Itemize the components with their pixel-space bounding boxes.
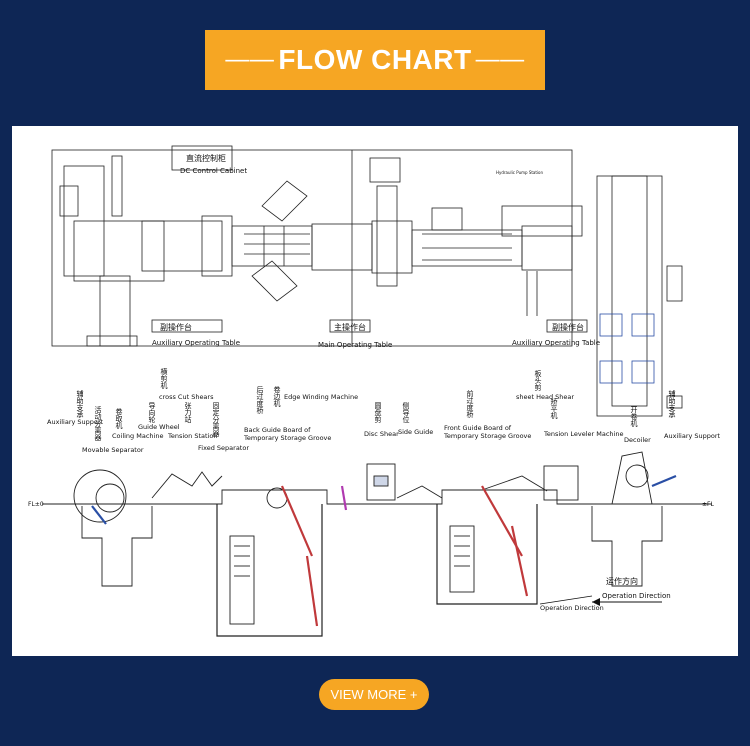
direction-label-cn: 运作方向	[606, 576, 638, 586]
aux-support-left-en: Auxiliary Support	[47, 418, 104, 426]
tension-en: Tension Station	[167, 432, 217, 440]
disc-shear-en: Disc Shear	[364, 430, 399, 438]
decoiler-cn: 开卷机	[630, 406, 638, 428]
direction-arrow-lower	[539, 595, 593, 605]
title-banner: —— FLOW CHART ——	[205, 30, 545, 90]
back-guide-cn: 后过度桥	[256, 385, 264, 415]
elevation-view	[42, 451, 712, 637]
main-table-cn: 主操作台	[334, 322, 366, 332]
disc-shear-cn: 圆盘剪	[374, 402, 382, 424]
coiling-en: Coiling Machine	[112, 432, 163, 440]
floor-level-left: FL±0	[28, 501, 44, 508]
pump-station-label: Hydraulic Pump Station	[496, 170, 544, 175]
direction-label-en-2: Operation Direction	[540, 604, 604, 612]
elevation-accent-lines	[91, 474, 677, 627]
movable-sep-en: Movable Separator	[82, 446, 144, 454]
cross-cut-cn: 横剪机	[160, 367, 168, 390]
floor-level-right: ±FL	[702, 501, 714, 508]
cross-cut-en: cross Cut Shears	[159, 393, 214, 401]
aux-table-left-en: Auxiliary Operating Table	[152, 339, 240, 347]
leveler-en: Tension Leveler Machine	[543, 430, 623, 438]
leveler-cn: 矫平机	[550, 397, 558, 420]
tension-cn: 张力站	[184, 401, 192, 424]
side-guide-en: Side Guide	[398, 428, 433, 436]
direction-arrowhead-upper	[592, 598, 600, 606]
title-dash-left: ——	[225, 46, 275, 73]
dc-cabinet-label-cn: 直流控制柜	[186, 153, 226, 163]
front-guide-en-1: Front Guide Board of	[444, 424, 512, 432]
flow-chart-diagram: 直流控制柜 DC Control Cabinet Hydraulic Pump …	[28, 145, 721, 637]
edge-winding-cn: 卷边机	[273, 385, 281, 408]
guide-wheel-cn: 导向轮	[148, 402, 156, 424]
front-guide-en-2: Temporary Storage Groove	[443, 432, 531, 440]
aux-support-left-cn: 辅助支承	[76, 389, 84, 418]
decoiler-en: Decoiler	[624, 436, 651, 444]
front-guide-cn: 前过度桥	[466, 389, 474, 419]
aux-support-right-en: Auxiliary Support	[664, 432, 721, 440]
head-shear-cn: 板头剪	[534, 369, 542, 392]
aux-table-right-cn: 副操作台	[552, 322, 584, 332]
guide-wheel-en: Guide Wheel	[138, 423, 180, 431]
head-shear-en: sheet Head Shear	[516, 393, 574, 401]
dc-cabinet-box	[171, 145, 233, 171]
plan-view	[51, 145, 683, 417]
edge-winding-en: Edge Winding Machine	[284, 393, 358, 401]
back-guide-en-1: Back Guide Board of	[244, 426, 311, 434]
view-more-button[interactable]: VIEW MORE +	[320, 680, 428, 709]
coiling-cn: 卷取机	[115, 407, 123, 430]
aux-table-left-cn: 副操作台	[160, 322, 192, 332]
flow-chart-panel: 直流控制柜 DC Control Cabinet Hydraulic Pump …	[12, 126, 738, 656]
title-dash-right: ——	[475, 46, 525, 73]
aux-support-right-cn: 辅助支承	[668, 389, 676, 418]
main-table-en: Main Operating Table	[318, 341, 392, 349]
fixed-sep-cn: 固定分离器	[212, 402, 220, 438]
page-title: FLOW CHART	[278, 44, 472, 75]
side-guide-cn: 侧导位	[402, 401, 410, 423]
fixed-sep-en: Fixed Separator	[198, 444, 249, 452]
dc-cabinet-label-en: DC Control Cabinet	[180, 167, 247, 175]
movable-sep-cn: 活动分离器	[94, 405, 102, 442]
direction-label-en-1: Operation Direction	[602, 592, 671, 600]
back-guide-en-2: Temporary Storage Groove	[243, 434, 331, 442]
aux-table-right-en: Auxiliary Operating Table	[512, 339, 600, 347]
